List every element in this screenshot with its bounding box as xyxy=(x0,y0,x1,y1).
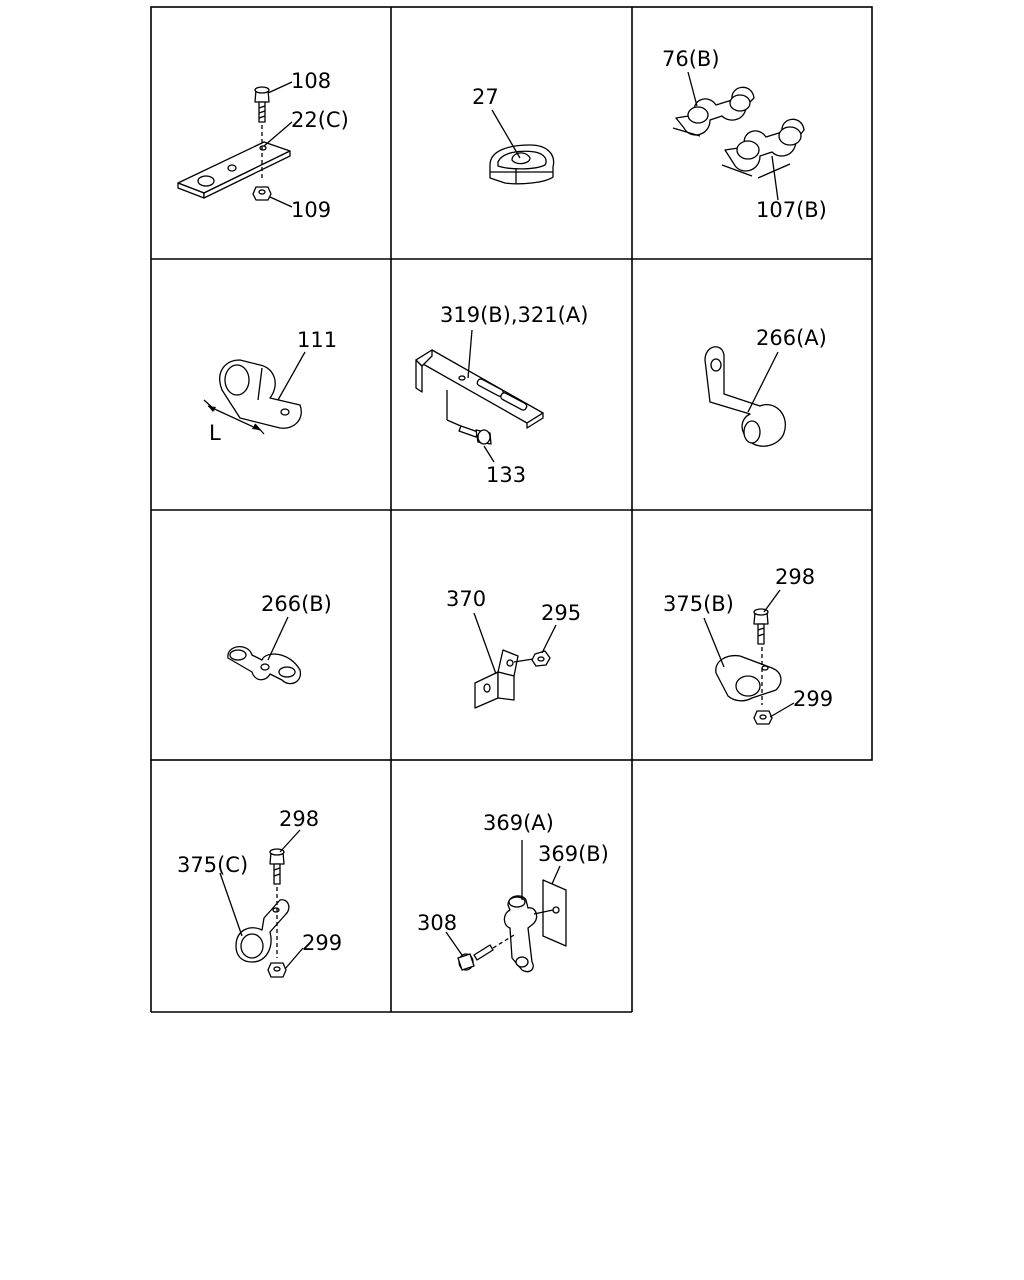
label-22c: 22(C) xyxy=(291,108,349,132)
label-108: 108 xyxy=(291,69,331,93)
nut-299 xyxy=(753,710,773,725)
label-109: 109 xyxy=(291,198,331,222)
label-298: 298 xyxy=(775,565,815,589)
label-375c: 375(C) xyxy=(177,853,248,877)
label-319b-321a: 319(B),321(A) xyxy=(440,303,588,327)
cell-7-clip: 266(B) xyxy=(227,592,332,685)
clip-107b xyxy=(721,118,805,179)
label-133: 133 xyxy=(486,463,526,487)
cell-10-clamp: 298 375(C) 299 xyxy=(177,807,342,978)
cell-8-bracket: 370 295 xyxy=(446,587,581,709)
label-266b: 266(B) xyxy=(261,592,332,616)
cell-4-clamp: 111 L xyxy=(203,328,337,445)
nut-299b xyxy=(267,962,287,978)
bolt-298 xyxy=(753,608,769,645)
label-76b: 76(B) xyxy=(662,47,720,71)
clip-76b xyxy=(672,86,755,137)
bolt-108 xyxy=(254,86,270,123)
cell-1-plate: 108 22(C) 109 xyxy=(177,69,349,222)
label-369b: 369(B) xyxy=(538,842,609,866)
grid-lines xyxy=(150,6,873,1013)
cell-11-clamp: 369(A) 369(B) 308 xyxy=(417,811,609,973)
nut-295 xyxy=(531,650,551,667)
cell-3-clips: 76(B) 107(B) xyxy=(662,47,827,222)
label-299: 299 xyxy=(793,687,833,711)
cell-9-clamp: 298 375(B) 299 xyxy=(663,565,833,725)
bolt-298b xyxy=(269,848,285,885)
bolt-308 xyxy=(457,944,494,971)
label-l: L xyxy=(209,421,221,445)
label-266a: 266(A) xyxy=(756,326,827,350)
label-111: 111 xyxy=(297,328,337,352)
label-298b: 298 xyxy=(279,807,319,831)
cell-6-clamp: 266(A) xyxy=(704,326,827,447)
label-375b: 375(B) xyxy=(663,592,734,616)
nut-109 xyxy=(252,186,272,201)
cell-5-bracket: 319(B),321(A) 133 xyxy=(415,303,588,487)
label-369a: 369(A) xyxy=(483,811,554,835)
cell-2-clip: 27 xyxy=(472,85,555,185)
label-308: 308 xyxy=(417,911,457,935)
label-27: 27 xyxy=(472,85,499,109)
label-107b: 107(B) xyxy=(756,198,827,222)
label-295: 295 xyxy=(541,601,581,625)
bolt-133 xyxy=(458,425,492,445)
label-370: 370 xyxy=(446,587,486,611)
label-299b: 299 xyxy=(302,931,342,955)
